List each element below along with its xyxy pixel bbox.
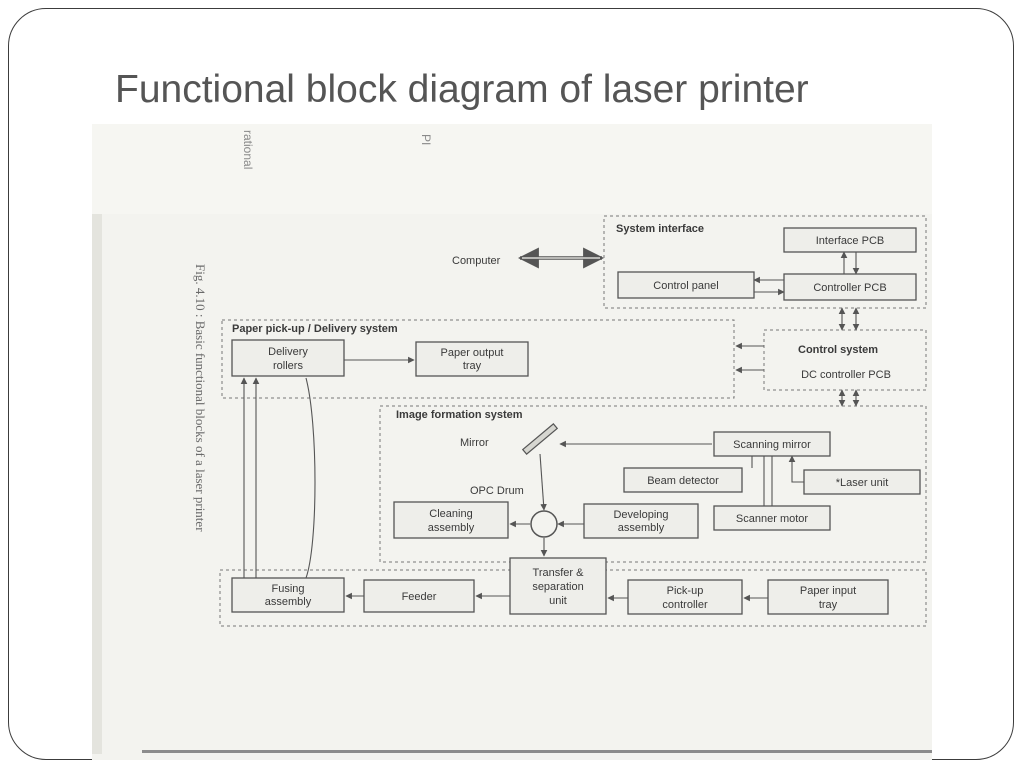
system-interface-title: System interface bbox=[616, 223, 704, 235]
control-system-title: Control system bbox=[798, 344, 878, 356]
pickup-controller-label-1: Pick-up bbox=[667, 585, 704, 597]
mirror-shape bbox=[521, 423, 559, 455]
paper-input-tray-label-1: Paper input bbox=[800, 585, 856, 597]
paper-pickup-title: Paper pick-up / Delivery system bbox=[232, 323, 398, 335]
block-diagram: Fig. 4.10 : Basic functional blocks of a… bbox=[193, 130, 927, 627]
transfer-unit-label-3: unit bbox=[549, 595, 567, 607]
laser-unit-label: *Laser unit bbox=[836, 477, 889, 489]
connector-lines bbox=[240, 251, 860, 602]
cleaning-assembly-label-1: Cleaning bbox=[429, 508, 472, 520]
paper-input-tray-label-2: tray bbox=[819, 599, 838, 611]
paper-output-tray-block bbox=[415, 341, 529, 377]
paper-input-tray-block bbox=[767, 579, 889, 615]
fusing-assembly-label-2: assembly bbox=[265, 596, 312, 608]
transfer-unit-block bbox=[509, 557, 607, 615]
group-image-formation bbox=[379, 405, 927, 563]
pickup-controller-block bbox=[627, 579, 743, 615]
interface-pcb-label: Interface PCB bbox=[816, 235, 884, 247]
cleaning-assembly-block bbox=[393, 501, 509, 539]
interface-pcb-block bbox=[783, 227, 917, 253]
scanner-motor-label: Scanner motor bbox=[736, 513, 808, 525]
developing-assembly-block bbox=[583, 503, 699, 539]
feeder-label: Feeder bbox=[402, 591, 437, 603]
scanner-motor-block bbox=[713, 505, 831, 531]
developing-assembly-label-2: assembly bbox=[618, 522, 665, 534]
fusing-assembly-label-1: Fusing bbox=[271, 583, 304, 595]
laser-unit-block bbox=[803, 469, 921, 495]
beam-detector-block bbox=[623, 467, 743, 493]
beam-detector-label: Beam detector bbox=[647, 475, 719, 487]
transfer-unit-label-1: Transfer & bbox=[533, 567, 585, 579]
delivery-rollers-label-2: rollers bbox=[273, 360, 303, 372]
developing-assembly-label-1: Developing bbox=[613, 509, 668, 521]
figure-caption: Fig. 4.10 : Basic functional blocks of a… bbox=[193, 264, 208, 532]
paper-output-tray-label-2: tray bbox=[463, 360, 482, 372]
computer-label: Computer bbox=[452, 255, 501, 267]
scan-bottom-rule bbox=[142, 750, 932, 753]
feeder-block bbox=[363, 579, 475, 613]
delivery-rollers-label-1: Delivery bbox=[268, 346, 308, 358]
group-paper-pickup bbox=[221, 319, 735, 399]
control-panel-block bbox=[617, 271, 755, 299]
scanned-figure: Fig. 4.10 : Basic functional blocks of a… bbox=[92, 124, 932, 760]
page-fragment: PI bbox=[419, 134, 433, 145]
opc-drum-label: OPC Drum bbox=[470, 485, 524, 497]
pickup-controller-label-2: controller bbox=[662, 599, 708, 611]
scan-top-area bbox=[92, 124, 932, 214]
control-panel-label: Control panel bbox=[653, 280, 718, 292]
transfer-unit-label-2: separation bbox=[532, 581, 583, 593]
scan-left-edge bbox=[92, 214, 102, 754]
cleaning-assembly-label-2: assembly bbox=[428, 522, 475, 534]
controller-pcb-block bbox=[783, 273, 917, 301]
margin-fragment: rational bbox=[241, 130, 255, 169]
group-control-system bbox=[763, 329, 927, 391]
slide-title: Functional block diagram of laser printe… bbox=[115, 68, 809, 111]
mirror-label: Mirror bbox=[460, 437, 489, 449]
controller-pcb-label: Controller PCB bbox=[813, 282, 886, 294]
opc-drum-icon bbox=[530, 510, 558, 538]
scanning-mirror-label: Scanning mirror bbox=[733, 439, 811, 451]
dc-controller-pcb-label: DC controller PCB bbox=[801, 369, 891, 381]
group-paper-path bbox=[219, 569, 927, 627]
fusing-assembly-block bbox=[231, 577, 345, 613]
scanning-mirror-block bbox=[713, 431, 831, 457]
delivery-rollers-block bbox=[231, 339, 345, 377]
image-formation-title: Image formation system bbox=[396, 409, 523, 421]
paper-output-tray-label-1: Paper output bbox=[441, 347, 504, 359]
